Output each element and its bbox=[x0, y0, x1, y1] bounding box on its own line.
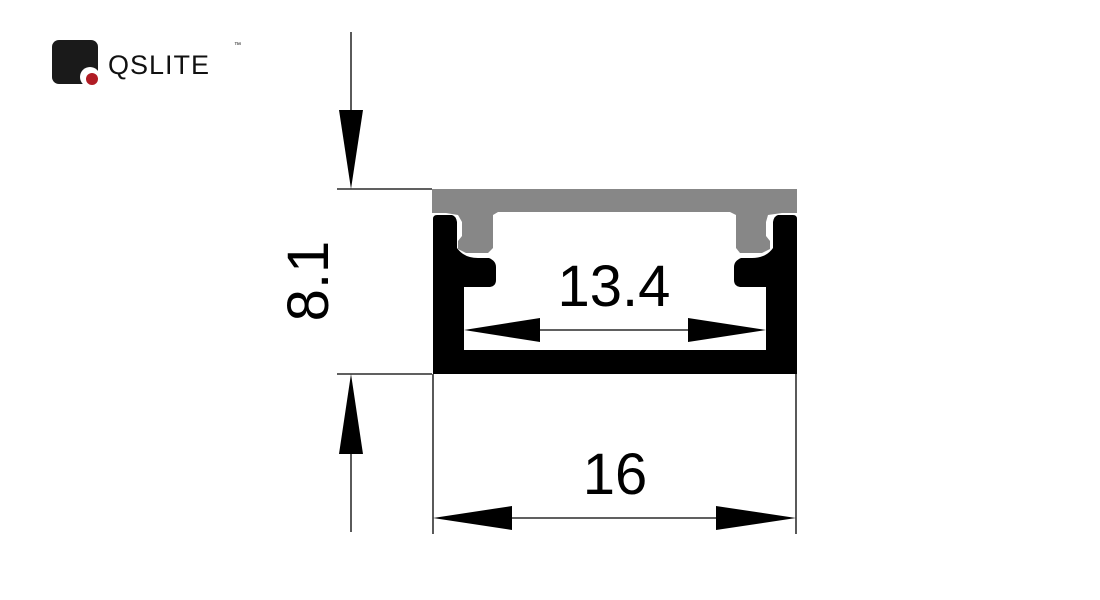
inner-width-arrow-right-icon bbox=[688, 318, 766, 342]
height-arrow-down-icon bbox=[339, 110, 363, 189]
qslite-logo-icon bbox=[52, 40, 100, 86]
aluminum-profile-body bbox=[433, 215, 797, 374]
inner-width-arrow-left-icon bbox=[464, 318, 540, 342]
brand-name: QSLITE bbox=[108, 50, 211, 80]
trademark-symbol: ™ bbox=[234, 42, 241, 49]
outer-width-dimension-label: 16 bbox=[583, 442, 648, 507]
brand-logo: QSLITE ™ bbox=[52, 40, 252, 90]
inner-width-dimension-label: 13.4 bbox=[558, 254, 671, 319]
outer-width-arrow-right-icon bbox=[716, 506, 796, 530]
height-dimension-label: 8.1 bbox=[276, 241, 341, 322]
diffuser-cover bbox=[432, 189, 797, 253]
height-arrow-up-icon bbox=[339, 374, 363, 454]
outer-width-arrow-left-icon bbox=[433, 506, 512, 530]
